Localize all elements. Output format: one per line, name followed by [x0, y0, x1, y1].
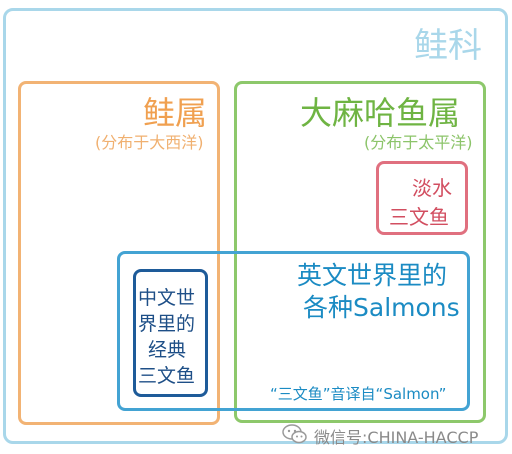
salmonidae-label: 鲑科	[414, 26, 482, 66]
watermark-text: 微信号:CHINA-HACCP	[314, 428, 479, 447]
freshwater-label-line1: 淡水	[412, 176, 452, 200]
classic-label-line4: 三文鱼	[138, 365, 196, 387]
classic-label-line1: 中文世	[138, 287, 196, 309]
watermark: 微信号:CHINA-HACCP	[282, 423, 498, 447]
oncorhynchus-sublabel: (分布于太平洋)	[364, 133, 473, 152]
classic-label-line2: 界里的	[138, 313, 196, 335]
transliteration-note: “三文鱼”音译自“Salmon”	[270, 385, 447, 403]
freshwater-label-line2: 三文鱼	[389, 205, 449, 229]
english-salmons-box	[117, 251, 470, 411]
salmonidae-box	[3, 8, 508, 444]
salmo-sublabel: (分布于大西洋)	[95, 133, 204, 152]
classic-label-line3: 经典	[148, 339, 187, 361]
salmo-label: 鲑属	[143, 94, 208, 132]
oncorhynchus-label: 大麻哈鱼属	[300, 94, 461, 132]
freshwater-salmon-box	[376, 161, 468, 235]
english-salmons-label-line1: 英文世界里的	[297, 261, 448, 290]
classic-salmon-box	[133, 269, 208, 397]
english-salmons-label-line2: 各种Salmons	[303, 293, 460, 322]
wechat-icon	[282, 424, 307, 444]
